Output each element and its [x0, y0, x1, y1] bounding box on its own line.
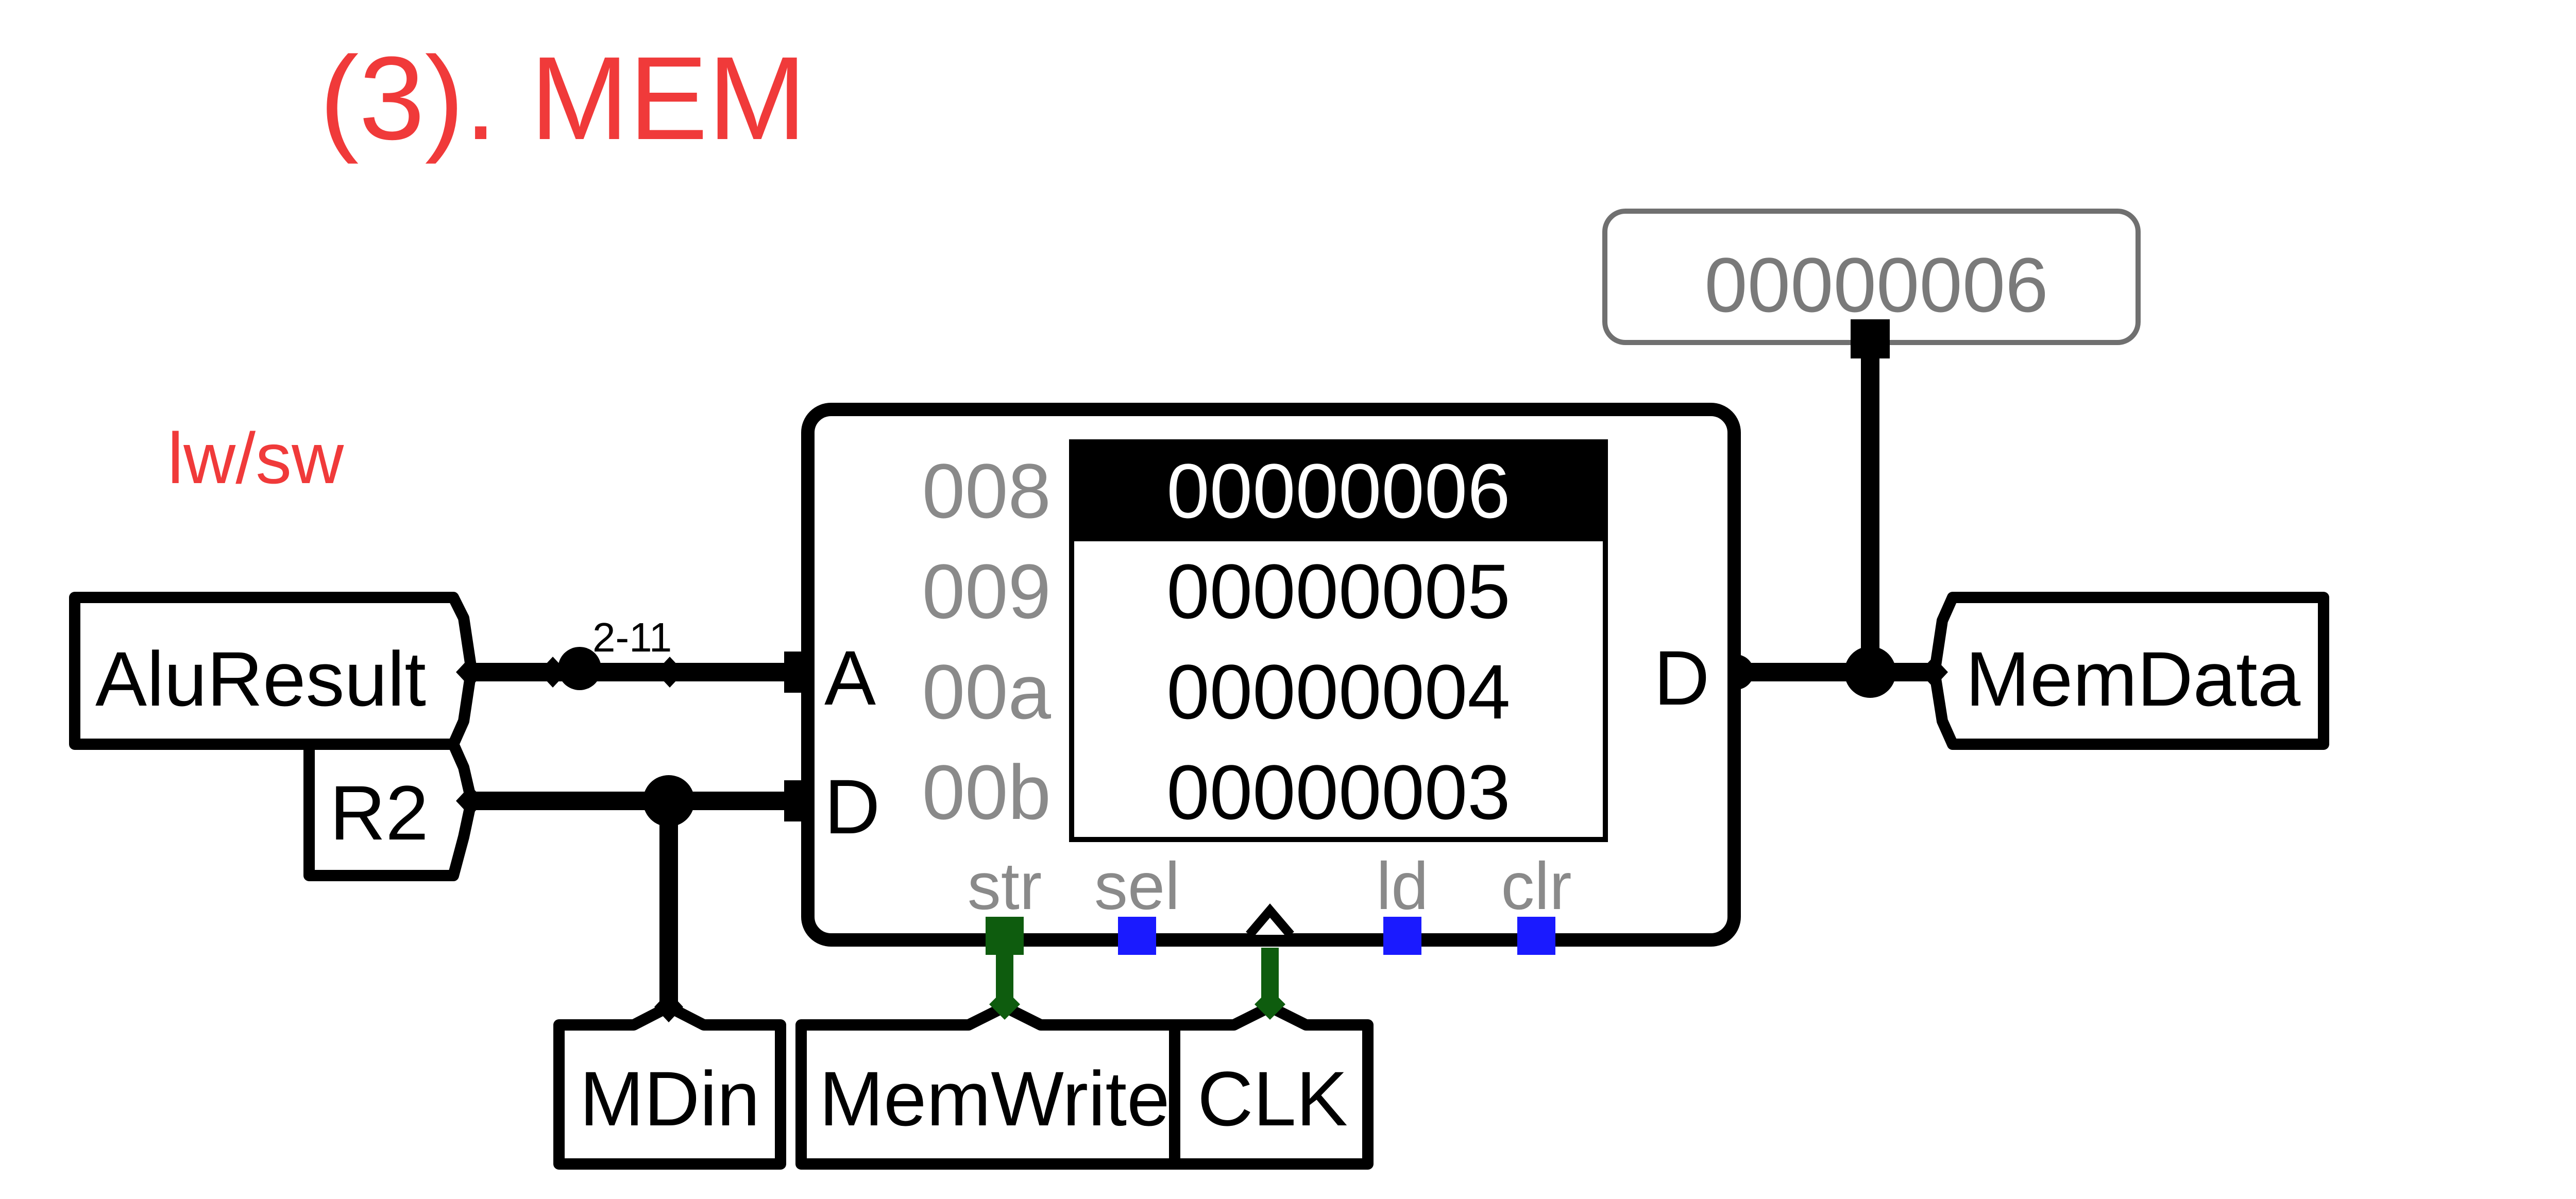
tunnel-clk-label: CLK [1197, 1055, 1348, 1142]
memory-value: 00000006 [1166, 448, 1510, 534]
port-str-pin[interactable] [986, 917, 1024, 955]
memory-value: 00000003 [1166, 749, 1510, 835]
splitter-label: 2-11 [592, 614, 672, 660]
tunnel-tip [1255, 989, 1285, 1020]
section-title: (3). MEM [319, 32, 807, 164]
memory-address: 00a [922, 648, 1052, 735]
port-clr-label: clr [1501, 848, 1571, 923]
tunnel-alu-result-label: AluResult [95, 636, 426, 722]
memory-value: 00000005 [1166, 548, 1510, 635]
port-d-out-label: D [1654, 635, 1709, 721]
tunnel-alu-result[interactable] [69, 592, 477, 750]
memory-address: 00b [922, 749, 1051, 835]
memory-row-highlight [1072, 442, 1605, 541]
control-port-labels: str sel ld clr [968, 848, 1572, 923]
tunnel-memdata-label: MemData [1965, 636, 2301, 722]
port-a-label: A [824, 635, 876, 721]
tunnel-tip [1919, 657, 1948, 688]
tunnel-r2[interactable] [303, 739, 477, 881]
junction-dot [558, 647, 601, 690]
memory-addresses: 008 009 00a 00b [922, 448, 1052, 835]
junction-dot [643, 775, 694, 827]
tunnel-tip [989, 989, 1020, 1020]
port-a-pin[interactable] [784, 652, 808, 693]
splitter-diamond [655, 657, 684, 688]
port-str-label: str [968, 848, 1042, 923]
tunnel-clk[interactable] [1169, 1001, 1374, 1170]
tunnel-mdin[interactable] [553, 1001, 786, 1170]
tunnel-mdin-label: MDin [580, 1055, 760, 1142]
junction-dot [1844, 646, 1896, 698]
port-clr-pin[interactable] [1517, 917, 1555, 955]
port-d-in-label: D [824, 763, 880, 850]
port-sel-label: sel [1094, 848, 1180, 923]
memory-values: 00000006 00000005 00000004 00000003 [1166, 448, 1510, 835]
port-ld-label: ld [1376, 848, 1428, 923]
port-d-in-pin[interactable] [784, 780, 808, 821]
port-ld-pin[interactable] [1383, 917, 1421, 955]
splitter-markers [538, 657, 684, 688]
memory-address: 009 [922, 548, 1051, 635]
tunnel-tip [456, 657, 485, 688]
probe-pin [1851, 319, 1890, 358]
section-subtitle: lw/sw [167, 418, 344, 499]
port-sel-pin[interactable] [1118, 917, 1156, 955]
tunnel-memwrite-label: MemWrite [819, 1055, 1170, 1142]
clock-input-triangle [1246, 903, 1294, 938]
memory-address: 008 [922, 448, 1051, 534]
memory-value: 00000004 [1166, 648, 1510, 735]
tunnel-memdata[interactable] [1929, 592, 2329, 750]
tunnel-tip [456, 785, 485, 816]
tunnel-r2-label: R2 [330, 769, 429, 856]
splitter-diamond [538, 657, 567, 688]
wires [464, 340, 1932, 1004]
tunnel-tip [654, 991, 683, 1022]
probe-value: 00000006 [1704, 242, 2048, 328]
